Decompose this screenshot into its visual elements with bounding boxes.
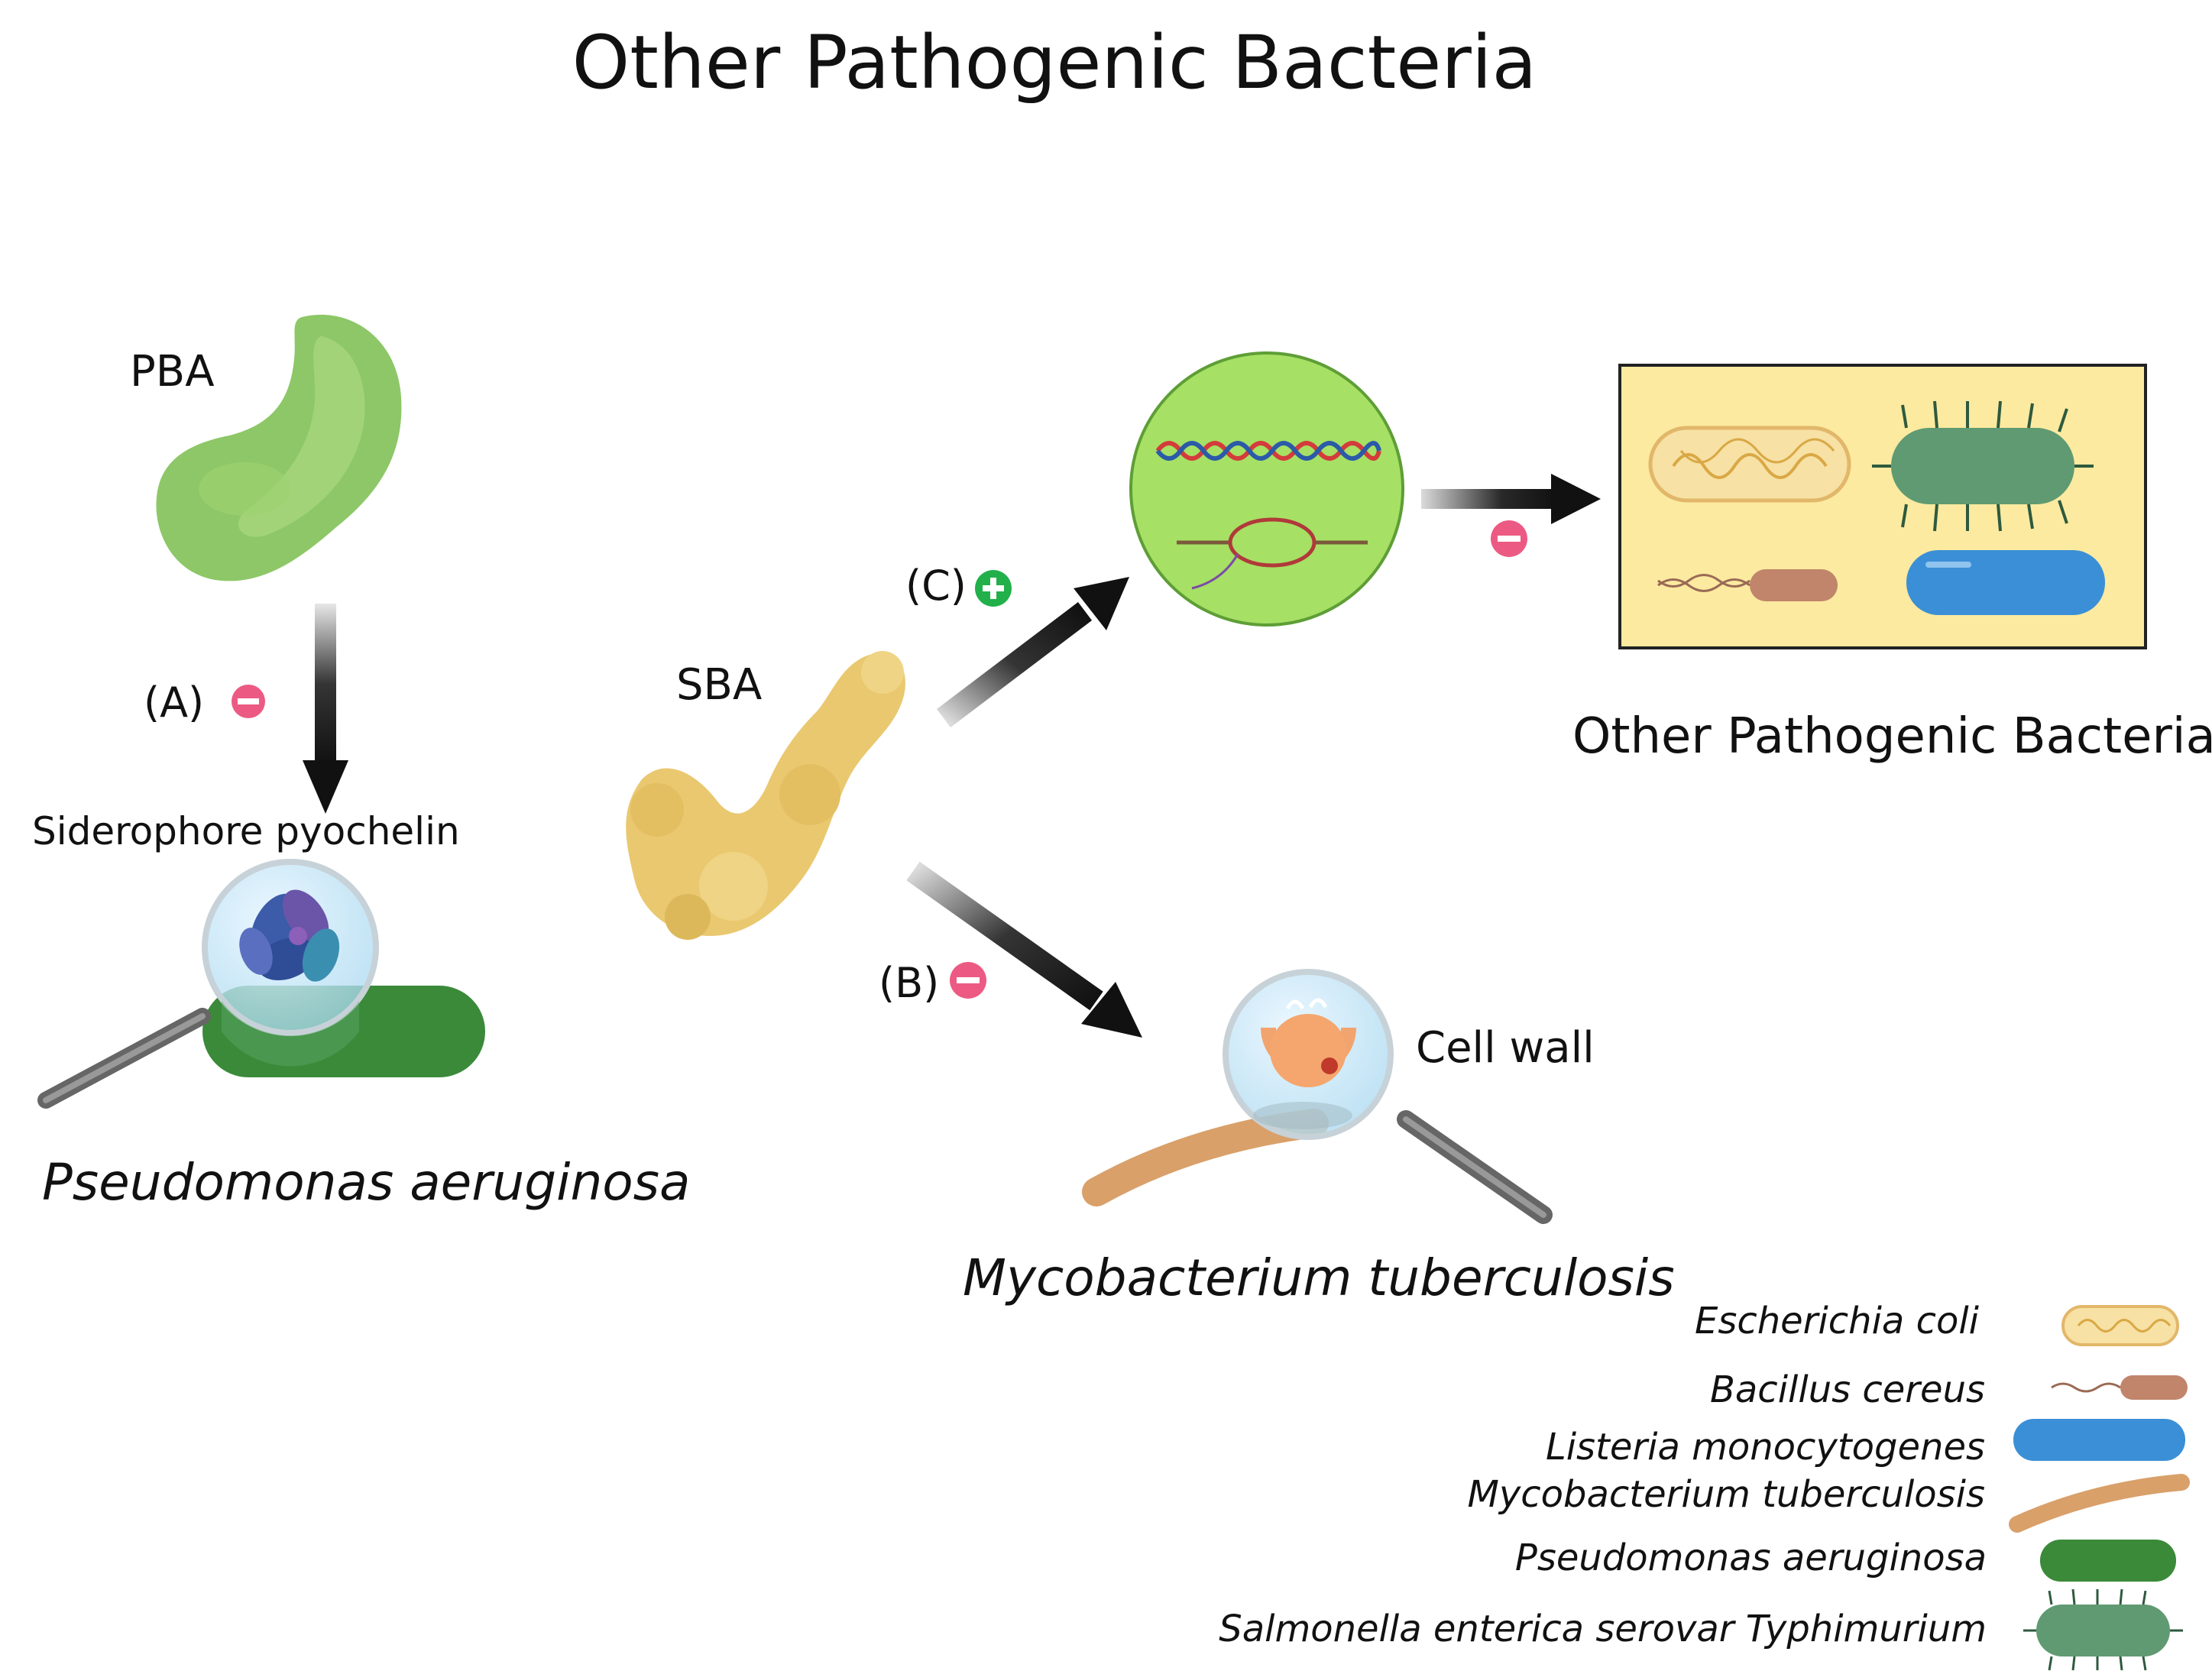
promote-icon [975,570,1012,607]
legend-item-label: Bacillus cereus [1710,1368,1985,1411]
gene-circle [1129,351,1404,627]
legend-item-label: Pseudomonas aeruginosa [1515,1537,1987,1579]
mycobacterium-label: Mycobacterium tuberculosis [963,1248,1675,1307]
arrow-a [303,604,348,814]
transcription-bubble-icon [1177,517,1368,590]
mycobacterium-illustration [1082,969,1553,1224]
other-bacteria-label: Other Pathogenic Bacteria [1572,708,2212,765]
bacillus-cereus-icon [1657,569,1838,601]
sba-label: SBA [676,660,762,710]
page-title: Other Pathogenic Bacteria [572,20,1537,105]
pba-label: PBA [130,347,215,397]
arrow-d [1421,474,1601,524]
siderophore-label: Siderophore pyochelin [32,809,460,853]
listeria-icon [1906,550,2105,615]
e-coli-icon [1648,426,1851,503]
arrow-c [936,577,1129,727]
salmonella-icon [2023,1588,2183,1671]
legend-item-label: Salmonella enterica serovar Typhimurium [1219,1608,1987,1650]
other-bacteria-panel [1618,364,2147,649]
legend-item-label: Mycobacterium tuberculosis [1467,1473,1985,1516]
pseudomonas-illustration [37,859,485,1109]
pseudomonas-label: Pseudomonas aeruginosa [42,1153,691,1212]
bacillus-cereus-icon [2051,1375,2188,1400]
pathway-a-label: (A) [144,678,204,727]
pseudomonas-icon [2040,1540,2176,1582]
inhibit-icon [232,685,265,718]
e-coli-icon [2061,1305,2179,1346]
inhibit-icon [950,962,986,999]
pyochelin-structure-icon [239,889,340,982]
legend-item-label: Listeria monocytogenes [1546,1426,1985,1469]
inhibit-icon [1491,520,1527,557]
sba-molecule [626,651,905,940]
salmonella-icon [1872,400,2094,532]
mycobacterium-icon [2009,1474,2190,1533]
legend-item-label: Escherichia coli [1695,1300,1980,1342]
pba-molecule [156,314,402,581]
pathway-c-label: (C) [905,562,967,610]
cell-wall-icon [1261,998,1356,1087]
legend: Escherichia coli Bacillus cereus Listeri… [1219,1300,2190,1671]
arrow-b [906,861,1142,1038]
cell-wall-label: Cell wall [1416,1023,1595,1073]
listeria-icon [2013,1419,2185,1461]
dna-helix-icon [1155,441,1381,461]
pathway-b-label: (B) [879,959,939,1007]
